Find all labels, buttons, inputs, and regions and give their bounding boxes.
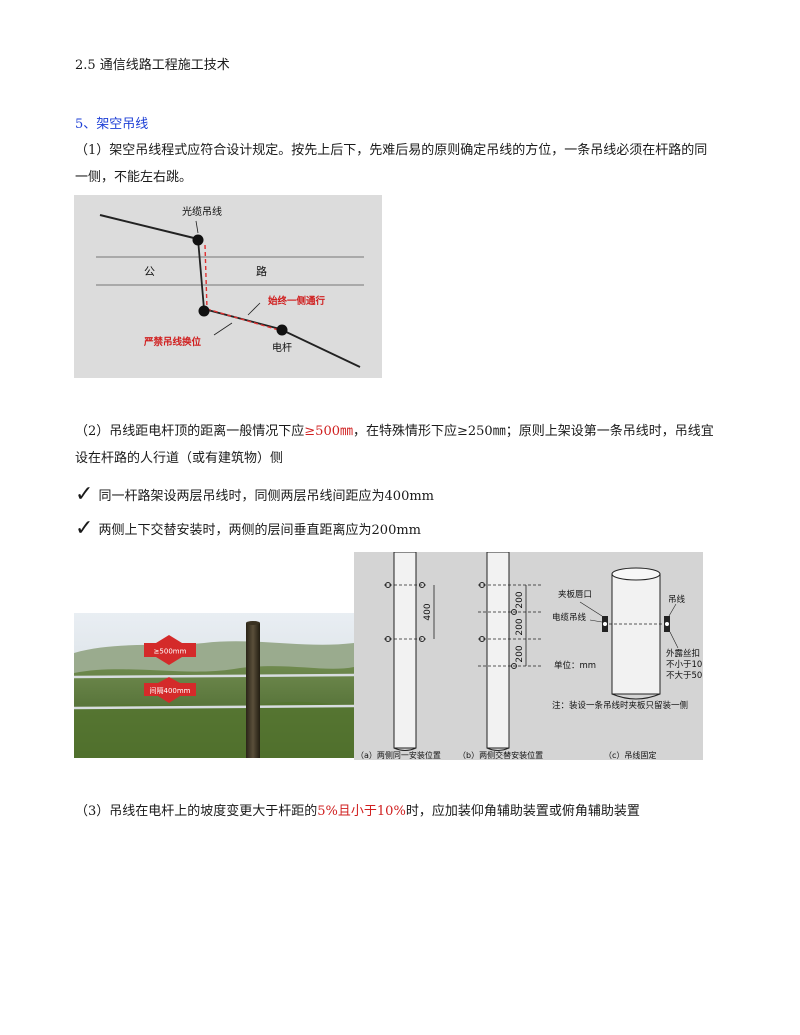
arrow-up-icon bbox=[158, 677, 180, 683]
cable-line-upper bbox=[99, 214, 199, 240]
label-not-less: 不小于10 bbox=[666, 659, 702, 670]
para1-line2: 一侧，不能左右跳。 bbox=[75, 170, 193, 185]
leader-forbidden bbox=[213, 322, 233, 336]
para2-line2: 设在杆路的人行道（或有建筑物）侧 bbox=[75, 451, 284, 466]
label-same-side: 始终一侧通行 bbox=[268, 295, 326, 307]
arrow-down-icon bbox=[158, 696, 180, 703]
check-item-2: ✓ 两侧上下交替安装时，两侧的层间垂直距离应为200mm bbox=[75, 518, 421, 542]
label-clamp: 夹板唇口 bbox=[558, 589, 592, 600]
label-road-left: 公 bbox=[144, 265, 155, 278]
photo-cable-upper bbox=[74, 673, 354, 679]
clamp-b-1 bbox=[479, 582, 485, 588]
pole-photo: ≥500mm 间隔400mm bbox=[74, 613, 354, 758]
para3-highlight: 5%且小于10% bbox=[317, 804, 406, 819]
installation-diagram: 400 200 200 200 夹板唇口 吊线 电缆吊线 单位：mm 外露丝扣 … bbox=[354, 552, 703, 760]
cable-route-diagram: 光缆吊线 公 路 始终一侧通行 严禁吊线换位 电杆 bbox=[74, 195, 382, 378]
clamp-a-2l bbox=[385, 636, 391, 642]
label-unit: 单位：mm bbox=[554, 660, 596, 671]
para3: （3）吊线在电杆上的坡度变更大于杆距的5%且小于10%时，应加装仰角辅助装置或俯… bbox=[75, 802, 640, 822]
clamp-a-1l bbox=[385, 582, 391, 588]
pole-c-top bbox=[611, 567, 661, 581]
label-hanger: 吊线 bbox=[668, 594, 686, 605]
clamp-b-2 bbox=[511, 609, 517, 615]
pole-dot-3 bbox=[276, 324, 288, 336]
pole-dot-2 bbox=[198, 305, 210, 317]
leader-same-side bbox=[247, 302, 261, 316]
check-item-2-text: 两侧上下交替安装时，两侧的层间垂直距离应为200mm bbox=[98, 523, 421, 538]
leader-clamp bbox=[579, 601, 603, 617]
leader-cable bbox=[195, 220, 199, 234]
tag-mid-box bbox=[144, 683, 196, 696]
label-road-right: 路 bbox=[256, 265, 267, 278]
clamp-b-3 bbox=[479, 636, 485, 642]
leader-hanger bbox=[668, 603, 677, 617]
caption-b: （b）两侧交替安装位置 bbox=[458, 750, 543, 760]
dim-b-200-1: 200 bbox=[515, 591, 525, 608]
clamp-a-2r bbox=[419, 636, 425, 642]
leader-exposed bbox=[669, 631, 679, 649]
tag-mid-text: 间隔400mm bbox=[150, 686, 191, 695]
pole-dot-1 bbox=[192, 234, 204, 246]
check-item-1-text: 同一杆路架设两层吊线时，同侧两层吊线间距应为400mm bbox=[98, 489, 434, 504]
tag-top-text: ≥500mm bbox=[154, 648, 187, 656]
tag-top-box bbox=[144, 643, 196, 657]
dim-b-200-2: 200 bbox=[515, 618, 525, 635]
clamp-b-4 bbox=[511, 663, 517, 669]
label-cable-hanger: 电缆吊线 bbox=[552, 612, 587, 623]
photo-pole bbox=[246, 623, 260, 758]
para2-line1-b: ，在特殊情形下应≥250㎜；原则上架设第一条吊线时，吊线宜 bbox=[353, 424, 714, 439]
check-item-1: ✓ 同一杆路架设两层吊线时，同侧两层吊线间距应为400mm bbox=[75, 484, 434, 508]
para2-highlight: ≥500㎜ bbox=[304, 424, 353, 439]
leader-cable-hanger bbox=[589, 619, 603, 623]
checkmark-icon: ✓ bbox=[75, 516, 94, 541]
same-side-dashed bbox=[204, 244, 208, 310]
hanger-c-left bbox=[603, 622, 607, 626]
label-exposed: 外露丝扣 bbox=[666, 648, 700, 659]
subsection-title: 5、架空吊线 bbox=[75, 117, 149, 132]
para3-b: 时，应加装仰角辅助装置或俯角辅助装置 bbox=[405, 804, 640, 819]
photo-cable-lower bbox=[74, 704, 354, 710]
clamp-a-1r bbox=[419, 582, 425, 588]
pole-a-bottom bbox=[393, 747, 417, 751]
pole-b bbox=[486, 552, 510, 749]
para2-line1-a: （2）吊线距电杆顶的距离一般情况下应 bbox=[75, 424, 305, 439]
pole-c bbox=[611, 573, 661, 695]
label-cable: 光缆吊线 bbox=[182, 205, 222, 218]
checkmark-icon: ✓ bbox=[75, 482, 94, 507]
hanger-c-right bbox=[665, 622, 669, 626]
label-note: 注：装设一条吊线时夹板只留装一侧 bbox=[552, 700, 688, 711]
label-not-more: 不大于50 bbox=[666, 670, 702, 681]
pole-c-bottom bbox=[611, 693, 661, 700]
caption-c: （c）吊线固定 bbox=[604, 750, 656, 760]
label-forbidden: 严禁吊线换位 bbox=[143, 336, 202, 348]
label-pole: 电杆 bbox=[272, 341, 292, 354]
photo-pole-top bbox=[246, 621, 260, 625]
pole-a bbox=[393, 552, 417, 749]
dim-a-400: 400 bbox=[423, 603, 433, 620]
dim-b-200-3: 200 bbox=[515, 645, 525, 662]
photo-near-forest bbox=[74, 701, 354, 758]
section-title: 2.5 通信线路工程施工技术 bbox=[75, 58, 230, 73]
para2-line1: （2）吊线距电杆顶的距离一般情况下应≥500㎜，在特殊情形下应≥250㎜；原则上… bbox=[75, 422, 714, 442]
para3-a: （3）吊线在电杆上的坡度变更大于杆距的 bbox=[75, 804, 318, 819]
pole-b-bottom bbox=[486, 747, 510, 751]
para1-line1: （1）架空吊线程式应符合设计规定。按先上后下，先难后易的原则确定吊线的方位，一条… bbox=[75, 143, 708, 158]
arrow-down-icon bbox=[156, 657, 182, 665]
forbidden-dashed bbox=[206, 308, 283, 332]
arrow-up-icon bbox=[156, 635, 182, 643]
diagram-background bbox=[74, 195, 382, 378]
caption-a: （a）两侧同一安装位置 bbox=[356, 750, 441, 760]
